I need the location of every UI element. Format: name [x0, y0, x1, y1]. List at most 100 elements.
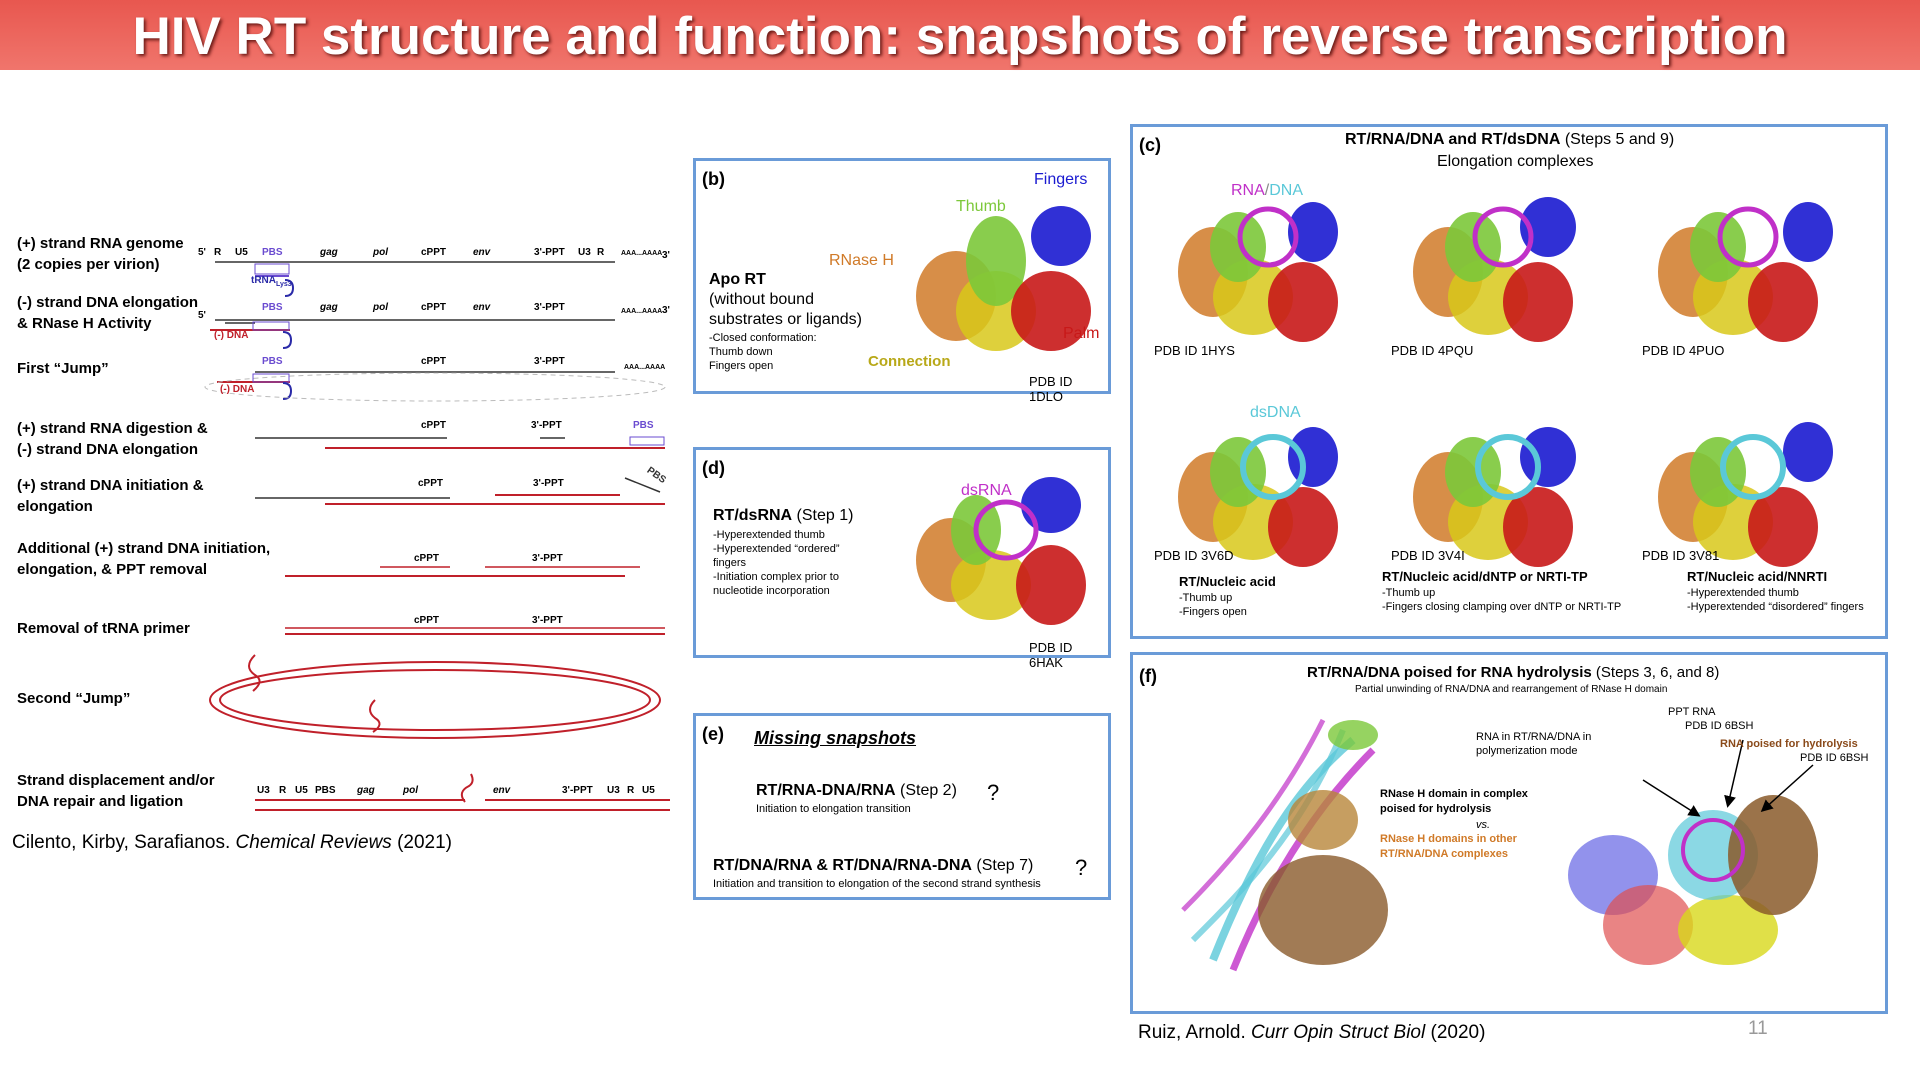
- r9-R: R: [279, 785, 287, 796]
- cap3-title: RT/Nucleic acid/NNRTI: [1687, 569, 1828, 584]
- r2-3ppt: 3'-PPT: [534, 302, 565, 313]
- r1-env: env: [473, 247, 491, 258]
- panel-d-title: RT/dsRNA (Step 1): [713, 507, 854, 524]
- r5-3ppt: 3'-PPT: [533, 478, 564, 489]
- panel-f: (f) RT/RNA/DNA poised for RNA hydrolysis…: [1130, 652, 1888, 1014]
- step-additional-initiation: Additional (+) strand DNA initiation,: [17, 540, 271, 557]
- r1-3ppt: 3'-PPT: [534, 247, 565, 258]
- r2-3p: 3': [662, 305, 670, 316]
- pdb-3v81: PDB ID 3V81: [1642, 548, 1720, 563]
- cap2-line2: -Fingers closing clamping over dNTP or N…: [1382, 601, 1622, 613]
- label-rnaseh: RNase H: [829, 252, 894, 269]
- panel-d-note1: -Hyperextended thumb: [713, 529, 825, 541]
- r1-polyA: AAA...AAAA: [621, 250, 663, 257]
- r2-gag: gag: [320, 302, 338, 313]
- step-strand-displacement: Strand displacement and/or: [17, 772, 215, 789]
- r2-minus-dna: (-) DNA: [214, 330, 249, 341]
- panel-b-letter: (b): [702, 169, 725, 189]
- step-repair-ligation: DNA repair and ligation: [17, 793, 184, 810]
- r7-3ppt: 3'-PPT: [532, 615, 563, 626]
- r9-3ppt: 3'-PPT: [562, 785, 593, 796]
- r2-PBS: PBS: [262, 302, 283, 313]
- panel-c-title: RT/RNA/DNA and RT/dsDNA (Steps 5 and 9): [1345, 131, 1675, 148]
- r9-env: env: [493, 785, 511, 796]
- citation-left: Cilento, Kirby, Sarafianos. Chemical Rev…: [12, 832, 453, 853]
- panel-f-letter: (f): [1139, 666, 1157, 686]
- panel-e-q1: ?: [987, 780, 1000, 805]
- panel-e-heading: Missing snapshots: [754, 728, 917, 748]
- label-dsrna: dsRNA: [961, 482, 1012, 499]
- citation-right: Ruiz, Arnold. Curr Opin Struct Biol (202…: [1138, 1022, 1486, 1043]
- ann-ppt-pdb: PDB ID 6BSH: [1685, 720, 1754, 732]
- ann-rnaseh-other-1: RNase H domains in other: [1380, 833, 1517, 845]
- r1-pol: pol: [373, 247, 388, 258]
- r3-PBS: PBS: [262, 356, 283, 367]
- r2-pol: pol: [373, 302, 388, 313]
- panel-c: (c) RT/RNA/DNA and RT/dsDNA (Steps 5 and…: [1130, 124, 1888, 639]
- page-number: 11: [1748, 1018, 1768, 1039]
- panel-f-title: RT/RNA/DNA poised for RNA hydrolysis (St…: [1307, 664, 1720, 681]
- r6-3ppt: 3'-PPT: [532, 553, 563, 564]
- r7-cPPT: cPPT: [414, 615, 440, 626]
- slide-title: HIV RT structure and function: snapshots…: [132, 7, 1788, 66]
- panel-b-note2: Thumb down: [709, 346, 773, 358]
- ann-rnaseh-other-2: RT/RNA/DNA complexes: [1380, 848, 1508, 860]
- r2-5p: 5': [198, 310, 206, 321]
- panel-b-title: Apo RT: [709, 271, 766, 288]
- pdb-4puo: PDB ID 4PUO: [1642, 343, 1725, 358]
- r3-3ppt: 3'-PPT: [534, 356, 565, 367]
- r1-gag: gag: [320, 247, 338, 258]
- ann-rnaseh-complex-1: RNase H domain in complex: [1380, 788, 1528, 800]
- panel-b-sub1: (without bound: [709, 291, 814, 308]
- label-connection: Connection: [868, 353, 951, 370]
- label-thumb: Thumb: [956, 198, 1006, 215]
- r9-U3b: U3: [607, 785, 620, 796]
- step-elongation: elongation: [17, 498, 93, 515]
- r4-cPPT: cPPT: [421, 420, 447, 431]
- title-bar: [0, 0, 1920, 70]
- ann-vs: vs.: [1476, 819, 1491, 831]
- panel-d: (d) RT/dsRNA (Step 1) -Hyperextended thu…: [693, 447, 1111, 670]
- rnase-h-hydrolysis-image: [1181, 718, 1818, 972]
- panel-b-note1: -Closed conformation:: [709, 332, 817, 344]
- step-second-jump: Second “Jump”: [17, 690, 131, 707]
- panel-e-letter: (e): [702, 724, 724, 744]
- label-fingers: Fingers: [1034, 171, 1088, 188]
- r9-U3: U3: [257, 785, 270, 796]
- panel-b-note3: Fingers open: [709, 360, 774, 372]
- r9-U5b: U5: [642, 785, 655, 796]
- panel-b: (b) Apo RT (without bound substrates or …: [693, 158, 1111, 404]
- step-rna-digestion: (+) strand RNA digestion &: [17, 420, 208, 437]
- step-minus-dna-elongation: (-) strand DNA elongation: [17, 294, 199, 311]
- panel-e-item2: RT/DNA/RNA & RT/DNA/RNA-DNA (Step 7): [713, 857, 1034, 874]
- r2-env: env: [473, 302, 491, 313]
- panel-c-dsdna-label: dsDNA: [1250, 404, 1301, 421]
- panel-d-note3: fingers: [713, 557, 747, 569]
- cap1-line1: -Thumb up: [1179, 592, 1233, 604]
- r1-PBS: PBS: [262, 247, 283, 258]
- r1-R: R: [214, 247, 222, 258]
- r4-3ppt: 3'-PPT: [531, 420, 562, 431]
- panel-d-note2: -Hyperextended “ordered”: [713, 543, 840, 555]
- pdb-4pqu: PDB ID 4PQU: [1391, 343, 1474, 358]
- cap2-title: RT/Nucleic acid/dNTP or NRTI-TP: [1382, 569, 1588, 584]
- r3-minus-dna: (-) DNA: [220, 384, 255, 395]
- apo-rt-structure-image: [916, 206, 1091, 351]
- r1-5p: 5': [198, 247, 206, 258]
- panel-e-item1: RT/RNA-DNA/RNA (Step 2): [756, 782, 957, 799]
- panel-e-q2: ?: [1075, 855, 1088, 880]
- r1-trna: tRNALys3: [251, 275, 292, 288]
- step-plus-rna-genome: (+) strand RNA genome: [17, 235, 184, 252]
- r9-U5: U5: [295, 785, 308, 796]
- r5-cPPT: cPPT: [418, 478, 444, 489]
- pdb-3v6d: PDB ID 3V6D: [1154, 548, 1234, 563]
- r3-cPPT: cPPT: [421, 356, 447, 367]
- panel-b-sub2: substrates or ligands): [709, 311, 862, 328]
- step-two-copies: (2 copies per virion): [17, 256, 160, 273]
- elongation-structures-image: [1178, 197, 1833, 567]
- panel-d-letter: (d): [702, 458, 725, 478]
- cap1-title: RT/Nucleic acid: [1179, 574, 1276, 589]
- r1-R2: R: [597, 247, 605, 258]
- step-trna-removal: Removal of tRNA primer: [17, 620, 190, 637]
- ann-rna-poised: RNA poised for hydrolysis: [1720, 738, 1858, 750]
